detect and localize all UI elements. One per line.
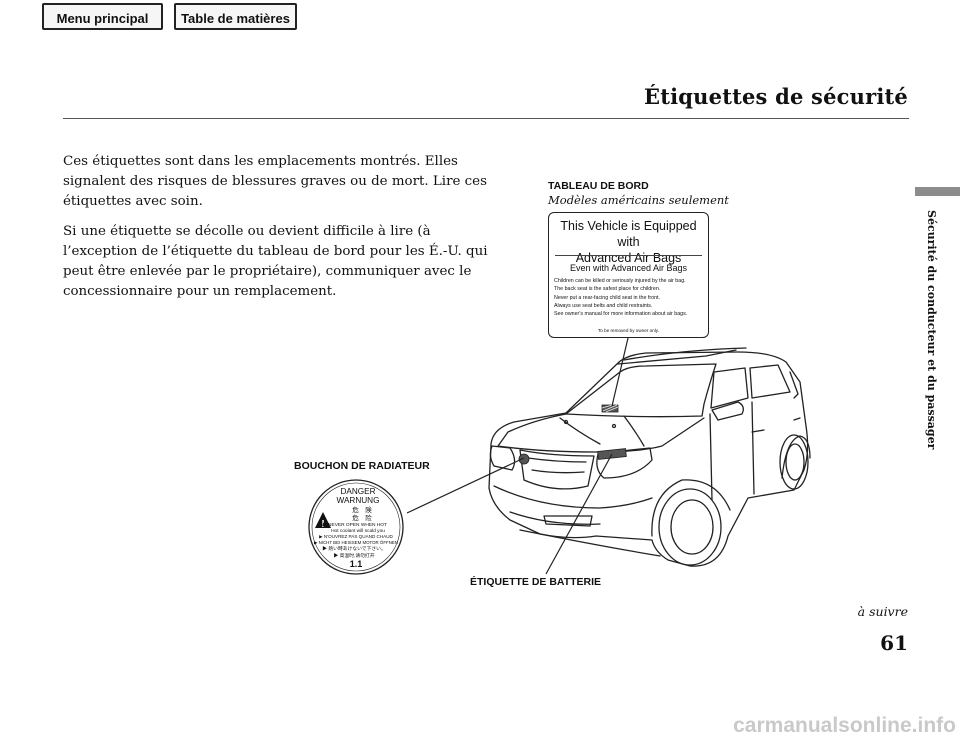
intro-paragraph-1: Ces étiquettes sont dans les emplacement… <box>63 154 487 209</box>
airbag-label-divider <box>555 255 702 256</box>
airbag-line: The back seat is the safest place for ch… <box>554 286 661 293</box>
section-tab <box>915 187 960 196</box>
radiator-code-text: 1.1 <box>350 559 363 569</box>
airbag-label-text: Children can be killed or seriously inju… <box>554 277 687 318</box>
radiator-line-1: ▶ NEVER OPEN WHEN HOT <box>323 522 387 528</box>
airbag-line: Always use seat belts and child restrain… <box>554 302 653 309</box>
radiator-cap-marker <box>518 453 530 465</box>
headlight-right <box>596 447 653 479</box>
svg-text:!: ! <box>321 519 324 530</box>
side-window-front <box>710 367 749 409</box>
side-mirror <box>711 401 744 421</box>
dashboard-leader-line <box>611 337 629 407</box>
dashboard-label-marker <box>601 404 619 413</box>
radiator-warnung-text: WARNUNG <box>337 496 380 505</box>
header-divider <box>63 118 909 119</box>
grille <box>519 449 595 490</box>
radiator-jp-text-2: 危 险 <box>352 513 372 522</box>
windshield <box>565 363 717 418</box>
airbag-label-footer: To be removed by owner only. <box>598 328 659 333</box>
page-number: 61 <box>880 631 908 655</box>
intro-paragraph-2: Si une étiquette se décolle ou devient d… <box>63 224 488 299</box>
airbag-line: Children can be killed or seriously inju… <box>554 278 686 284</box>
radiator-jp-text-1: 危 険 <box>352 505 372 514</box>
airbag-warning-label: This Vehicle is Equipped with Advanced A… <box>548 212 709 338</box>
battery-label-caption: ÉTIQUETTE DE BATTERIE <box>470 576 602 588</box>
main-menu-button[interactable]: Menu principal <box>42 3 163 30</box>
page-title: Étiquettes de sécurité <box>644 84 908 109</box>
airbag-title-line-2: Advanced Air Bags <box>575 251 682 265</box>
radiator-line-4: ▶ NICHT BEI HEISSEM MOTOR ÖFFNEN <box>314 540 398 545</box>
hood <box>497 413 705 453</box>
airbag-title-line-1: This Vehicle is Equipped with <box>560 219 697 249</box>
radiator-cap-caption: BOUCHON DE RADIATEUR <box>294 460 430 472</box>
radiator-leader-line <box>406 457 525 514</box>
airbag-line: Never put a rear-facing child seat in th… <box>554 294 660 301</box>
continued-note: à suivre <box>857 604 908 619</box>
airbag-label-subtitle: Even with Advanced Air Bags <box>569 263 688 273</box>
front-wheel <box>658 488 722 566</box>
car-body-outline <box>488 351 809 567</box>
radiator-line-6: ▶ 高温时,请勿打开 <box>333 552 374 559</box>
dashboard-label-caption: TABLEAU DE BORD <box>548 180 649 192</box>
warning-triangle-icon <box>315 512 331 528</box>
radiator-cap-label: ! DANGER WARNUNG 危 険 危 险 ▶ NEVER OPEN WH… <box>308 479 404 575</box>
airbag-line: See owner's manual for more information … <box>554 311 688 318</box>
radiator-line-2: Hot coolant will scald you <box>331 528 385 534</box>
rear-wheel <box>779 434 809 490</box>
airbag-label-title: This Vehicle is Equipped with Advanced A… <box>549 218 708 266</box>
dashboard-label-note: Modèles américains seulement <box>548 193 729 207</box>
radiator-danger-text: DANGER <box>340 487 375 496</box>
table-of-contents-button[interactable]: Table de matières <box>174 3 297 30</box>
headlight-left <box>489 445 516 471</box>
watermark: carmanualsonline.info <box>733 714 956 737</box>
battery-leader-line <box>545 453 613 575</box>
radiator-line-3: ▶ N'OUVREZ PAS QUAND CHAUD <box>319 534 393 539</box>
intro-text: Ces étiquettes sont dans les emplacement… <box>63 152 503 312</box>
radiator-line-5: ▶ 熱い時あけないで下さい。 <box>322 545 386 552</box>
side-window-rear <box>749 364 791 399</box>
